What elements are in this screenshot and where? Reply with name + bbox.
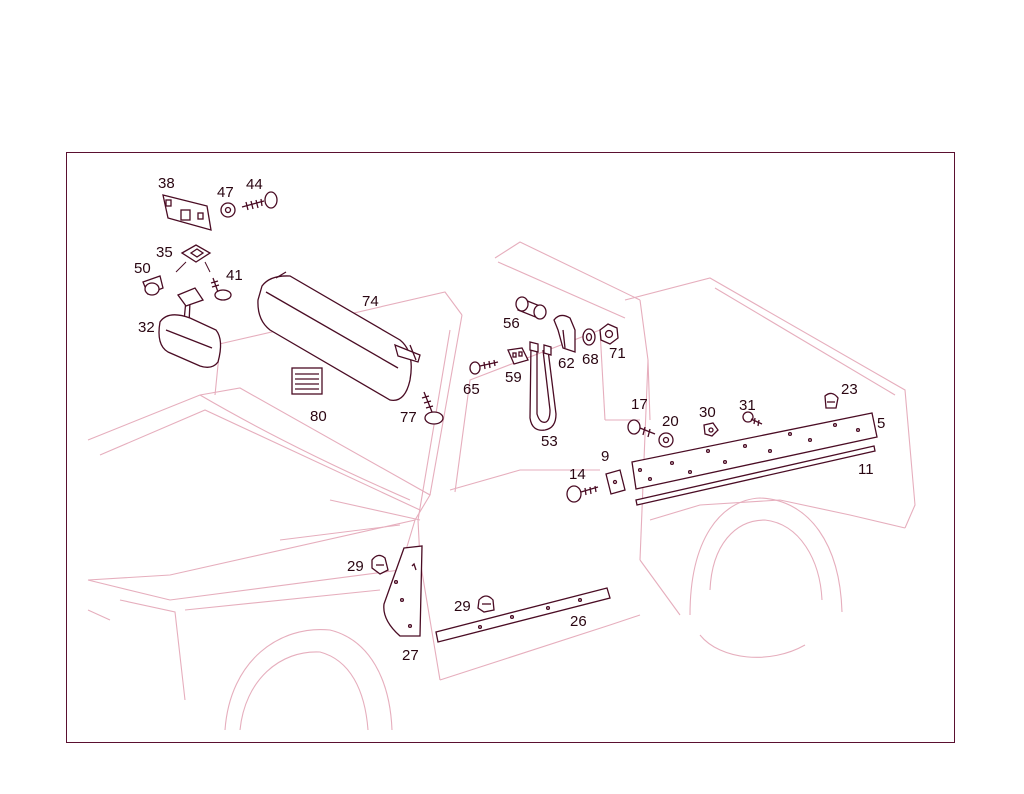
part-74-sun-visor — [257, 271, 421, 401]
callout-17: 17 — [631, 396, 648, 413]
part-23-clip — [824, 392, 839, 409]
part-27-corner-panel — [383, 545, 423, 637]
vehicle-outline — [87, 241, 916, 731]
callout-29-b: 29 — [454, 598, 471, 615]
moulding-5-holes — [637, 422, 861, 482]
part-9-plate — [605, 469, 626, 495]
part-35-pad — [175, 244, 212, 273]
part-31-screw — [742, 411, 763, 427]
callout-41: 41 — [226, 267, 243, 284]
callout-44: 44 — [246, 176, 263, 193]
part-71-nut — [599, 323, 619, 345]
callout-59: 59 — [505, 369, 522, 386]
callout-14: 14 — [569, 466, 586, 483]
callout-29-a: 29 — [347, 558, 364, 575]
callout-53: 53 — [541, 433, 558, 450]
callout-56: 56 — [503, 315, 520, 332]
callout-38: 38 — [158, 175, 175, 192]
callout-30: 30 — [699, 404, 716, 421]
part-56-bushing — [515, 296, 547, 320]
part-68-washer — [582, 328, 596, 346]
callout-23: 23 — [841, 381, 858, 398]
callout-47: 47 — [217, 184, 234, 201]
part-38-mirror-base — [162, 194, 212, 231]
callout-65: 65 — [463, 381, 480, 398]
part-47-washer — [220, 202, 236, 218]
callout-74: 74 — [362, 293, 379, 310]
part-77-screw — [421, 391, 444, 425]
part-62-clip — [553, 314, 576, 353]
callout-62: 62 — [558, 355, 575, 372]
part-80-grille — [291, 367, 323, 395]
part-29-clip-b — [477, 595, 495, 613]
part-44-screw — [241, 191, 278, 211]
part-53-check-strap — [529, 341, 557, 431]
part-26-sill-strip — [435, 587, 611, 643]
callout-31: 31 — [739, 397, 756, 414]
diagram-frame — [66, 152, 955, 743]
callout-71: 71 — [609, 345, 626, 362]
part-11-strip — [635, 445, 876, 506]
part-5-side-moulding — [631, 412, 878, 490]
callout-50: 50 — [134, 260, 151, 277]
callout-26: 26 — [570, 613, 587, 630]
callout-35: 35 — [156, 244, 173, 261]
part-20-washer — [658, 432, 674, 448]
callout-11: 11 — [858, 461, 874, 478]
part-65-screw — [469, 359, 499, 375]
callout-5: 5 — [877, 415, 885, 432]
callout-32: 32 — [138, 319, 155, 336]
part-14-screw — [566, 485, 599, 503]
callout-labels: 38 47 44 35 50 41 32 74 80 77 56 62 68 7… — [134, 175, 885, 664]
callout-9: 9 — [601, 448, 609, 465]
part-50-plug — [142, 275, 164, 296]
part-17-bolt — [627, 419, 656, 438]
part-29-clip-a — [371, 554, 389, 575]
part-30-clip — [703, 422, 719, 437]
part-59-clip — [507, 347, 529, 365]
part-41-screw — [210, 277, 232, 301]
part-32-rear-view-mirror — [158, 287, 222, 368]
callout-68: 68 — [582, 351, 599, 368]
callout-77: 77 — [400, 409, 417, 426]
callout-80: 80 — [310, 408, 327, 425]
callout-27: 27 — [402, 647, 419, 664]
callout-20: 20 — [662, 413, 679, 430]
